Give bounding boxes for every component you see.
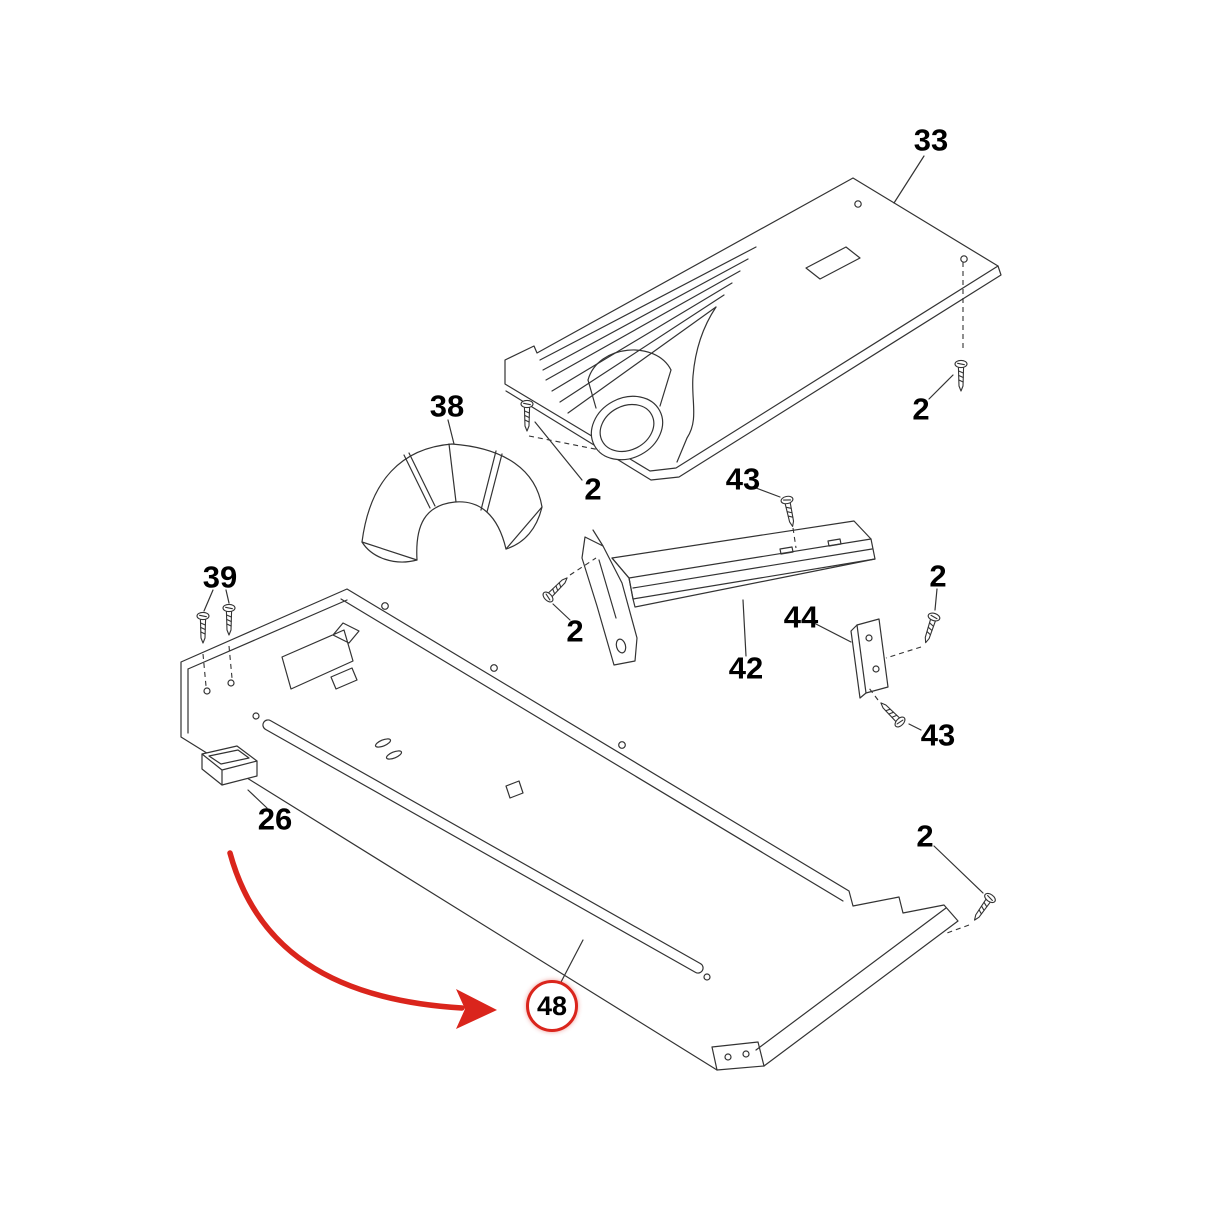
- callout-part-42[interactable]: 42: [728, 650, 764, 686]
- screw-icon: [876, 698, 908, 730]
- callout-part-44[interactable]: 44: [783, 599, 819, 635]
- callout-fastener-2-duct[interactable]: 2: [584, 471, 602, 507]
- callout-part-43-lower[interactable]: 43: [920, 717, 956, 753]
- part-38-exhaust-elbow: [361, 443, 543, 563]
- callout-fastener-2-mid-right[interactable]: 2: [929, 558, 947, 594]
- callout-fastener-2-mid-left[interactable]: 2: [566, 613, 584, 649]
- callout-fastener-2-bottom-right[interactable]: 2: [916, 818, 934, 854]
- part-33-top-panel: [504, 177, 1002, 481]
- screw-icon: [919, 611, 942, 646]
- callout-part-33[interactable]: 33: [913, 122, 949, 158]
- callout-part-39[interactable]: 39: [202, 559, 238, 595]
- screw-icon: [779, 494, 800, 529]
- screw-icon: [196, 611, 210, 644]
- screw-icon: [969, 891, 998, 925]
- callout-part-26[interactable]: 26: [257, 801, 293, 837]
- callout-part-43-upper[interactable]: 43: [725, 461, 761, 497]
- screw-icon: [954, 359, 968, 392]
- callout-fastener-2-top-right[interactable]: 2: [912, 391, 930, 427]
- screw-icon: [222, 603, 236, 636]
- part-48-front-panel: [180, 588, 959, 1071]
- callout-leader-lines: [203, 155, 984, 985]
- part-26-end-cap: [201, 745, 258, 786]
- part-44-bracket: [850, 618, 889, 699]
- part-42-rail: [581, 520, 876, 666]
- screw-icon: [520, 399, 534, 432]
- screw-icon: [540, 573, 572, 605]
- callout-part-38[interactable]: 38: [429, 388, 465, 424]
- assembly-dashed-lines: [202, 262, 970, 934]
- callout-part-48-highlighted[interactable]: 48: [526, 980, 578, 1032]
- highlight-arrow: [227, 850, 497, 1029]
